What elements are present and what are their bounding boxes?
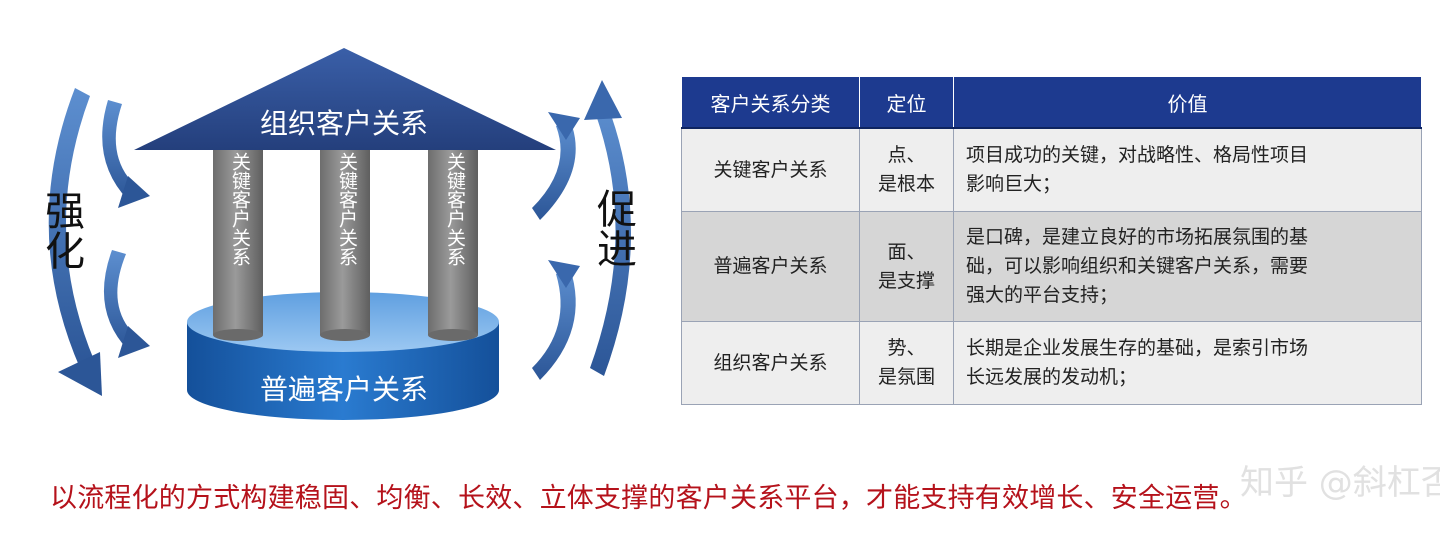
left-inward-arrow-icon	[102, 100, 150, 208]
roof	[134, 48, 556, 150]
row-category: 普遍客户关系	[681, 211, 860, 322]
header-category: 客户关系分类	[681, 76, 860, 129]
header-value: 价值	[953, 76, 1422, 129]
left-curved-arrow-icon	[48, 88, 102, 396]
row-value: 长期是企业发展生存的基础，是索引市场 长远发展的发动机；	[953, 321, 1422, 405]
left-inward-arrow-icon	[103, 250, 150, 358]
row-position: 点、 是根本	[859, 127, 954, 212]
pillar	[320, 142, 370, 341]
roof-label: 组织客户关系	[259, 107, 428, 140]
right-curved-arrow-icon	[584, 80, 631, 376]
table-header-row: 客户关系分类 定位 价值	[681, 76, 1422, 129]
pillar	[428, 142, 478, 341]
header-position: 定位	[859, 76, 954, 129]
pillar-label: 关键客户关系	[444, 152, 466, 266]
right-inward-arrow-icon	[532, 112, 580, 220]
pillar-label: 关键客户关系	[336, 152, 358, 266]
relationship-table: 客户关系分类 定位 价值 关键客户关系 点、 是根本 项目成功的关键，对战略性、…	[681, 76, 1422, 405]
table-row: 组织客户关系 势、 是氛围 长期是企业发展生存的基础，是索引市场 长远发展的发动…	[681, 321, 1422, 405]
table-row: 关键客户关系 点、 是根本 项目成功的关键，对战略性、格局性项目 影响巨大；	[681, 127, 1422, 212]
watermark: 知乎 @斜杠否	[1240, 463, 1440, 503]
right-word-promote: 促进	[590, 188, 636, 268]
base-label: 普遍客户关系	[259, 373, 428, 406]
footer-statement: 以流程化的方式构建稳固、均衡、长效、立体支撑的客户关系平台，才能支持有效增长、安…	[50, 483, 1247, 514]
row-category: 组织客户关系	[681, 321, 860, 405]
row-value: 是口碑，是建立良好的市场拓展氛围的基 础，可以影响组织和关键客户关系，需要 强大…	[953, 211, 1422, 322]
pillar	[213, 142, 263, 341]
pillar-label: 关键客户关系	[229, 152, 251, 266]
row-position: 势、 是氛围	[859, 321, 954, 405]
right-inward-arrow-icon	[532, 260, 580, 380]
row-value: 项目成功的关键，对战略性、格局性项目 影响巨大；	[953, 127, 1422, 212]
row-category: 关键客户关系	[681, 127, 860, 212]
table-row: 普遍客户关系 面、 是支撑 是口碑，是建立良好的市场拓展氛围的基 础，可以影响组…	[681, 211, 1422, 322]
house-diagram	[48, 48, 631, 420]
row-position: 面、 是支撑	[859, 211, 954, 322]
left-word-strengthen: 强化	[38, 190, 84, 270]
